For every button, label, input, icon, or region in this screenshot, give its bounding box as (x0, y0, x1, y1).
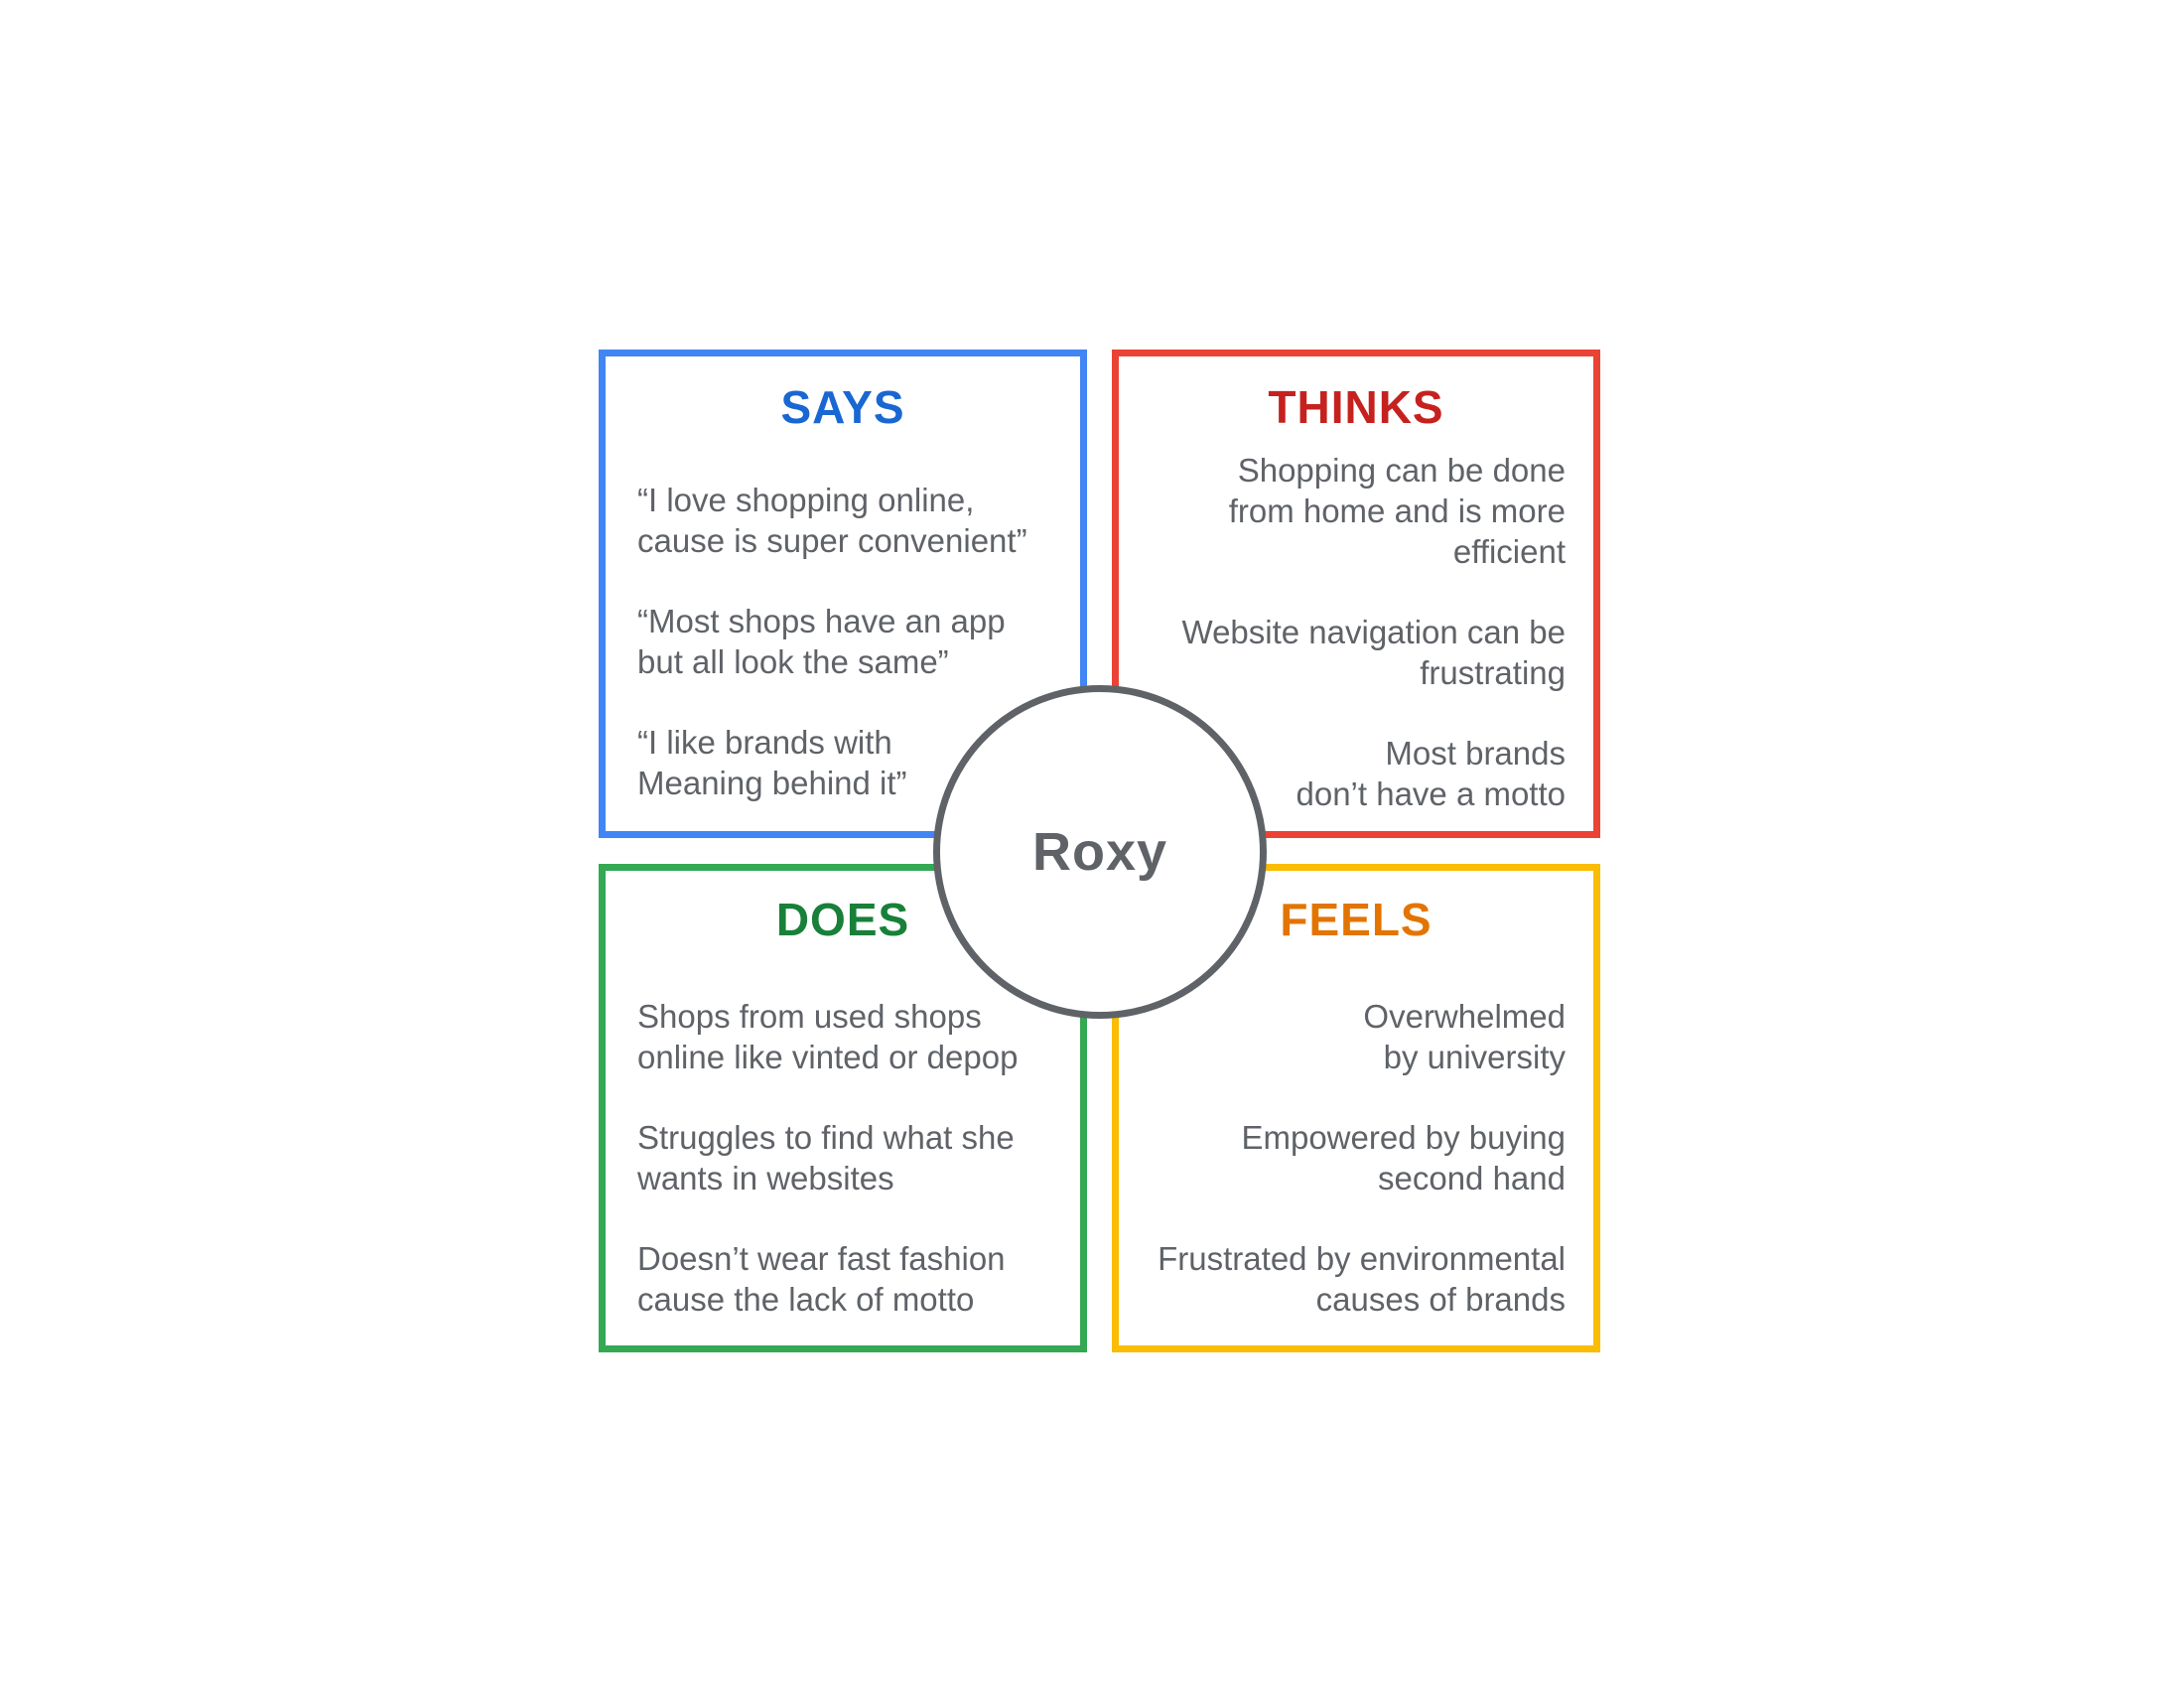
thinks-item: Most brands don’t have a motto (1296, 735, 1566, 812)
feels-list: Overwhelmed by university Empowered by b… (1109, 996, 1566, 1359)
says-title: SAYS (780, 381, 905, 433)
feels-item: Empowered by buying second hand (1241, 1119, 1566, 1196)
persona-name: Roxy (1031, 822, 1168, 882)
feels-item: Overwhelmed by university (1363, 998, 1566, 1075)
does-item: Doesn’t wear fast fashion cause the lack… (637, 1240, 1006, 1318)
thinks-title: THINKS (1268, 381, 1444, 433)
thinks-item: Shopping can be done from home and is mo… (1228, 452, 1566, 570)
says-item: “I like brands with Meaning behind it” (637, 724, 907, 801)
does-title: DOES (775, 894, 910, 945)
says-quadrant: SAYS “I love shopping online, cause is s… (599, 350, 1087, 838)
says-item: “I love shopping online, cause is super … (637, 482, 1027, 559)
feels-item: Frustrated by environmental causes of br… (1158, 1240, 1566, 1318)
thinks-item: Website navigation can be frustrating (1181, 614, 1566, 691)
says-item: “Most shops have an app but all look the… (637, 603, 1006, 680)
feels-title: FEELS (1280, 894, 1433, 945)
does-item: Struggles to find what she wants in webs… (637, 1119, 1015, 1196)
does-item: Shops from used shops online like vinted… (637, 998, 1019, 1075)
does-list: Shops from used shops online like vinted… (637, 996, 1064, 1359)
persona-circle: Roxy (933, 685, 1267, 1019)
thinks-list: Shopping can be done from home and is mo… (1129, 450, 1566, 854)
says-list: “I love shopping online, cause is super … (637, 480, 1064, 843)
